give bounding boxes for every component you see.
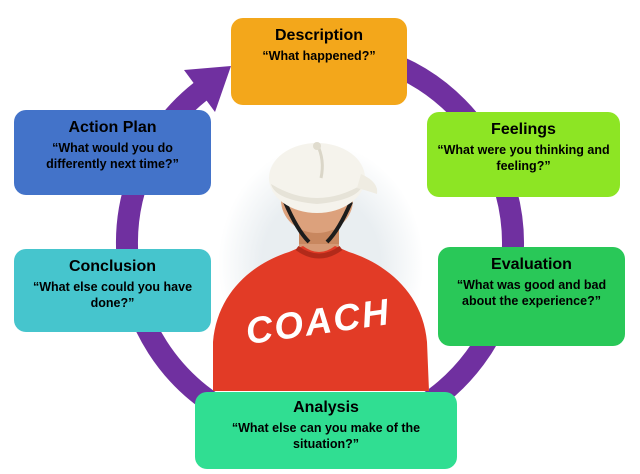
stage-description-title: Description [274,27,363,44]
coach-collar [295,245,343,259]
stage-analysis-title: Analysis [293,399,359,416]
coach-illustration: COACH [213,142,429,391]
stage-analysis: Analysis “What else can you make of the … [195,392,457,469]
stage-description-question: “What happened?” [262,49,376,64]
stage-feelings-question: “What were you thinking and feeling?” [437,143,610,174]
cycle-arrow-head-icon [184,66,231,112]
stage-evaluation-question: “What was good and bad about the experie… [456,278,607,309]
stage-conclusion: Conclusion “What else could you have don… [14,249,211,332]
coach-photo: COACH [213,138,429,391]
stage-evaluation-title: Evaluation [491,256,572,273]
stage-conclusion-title: Conclusion [68,258,157,275]
stage-action-plan-question: “What would you do differently next time… [46,141,179,172]
sunglasses-strap [283,201,353,244]
stage-analysis-question: “What else can you make of the situation… [231,421,421,452]
coach-cap-button [313,142,321,150]
coach-cap-shade [271,184,363,204]
coach-cap-brim [357,174,378,194]
stage-feelings-title: Feelings [491,121,556,138]
coach-shirt [213,246,429,391]
stage-conclusion-question: “What else could you have done?” [32,280,193,311]
stage-description: Description “What happened?” [231,18,407,105]
stage-evaluation: Evaluation “What was good and bad about … [438,247,625,346]
stage-feelings: Feelings “What were you thinking and fee… [427,112,620,197]
stage-action-plan: Action Plan “What would you do different… [14,110,211,195]
stage-action-plan-title: Action Plan [68,119,157,136]
